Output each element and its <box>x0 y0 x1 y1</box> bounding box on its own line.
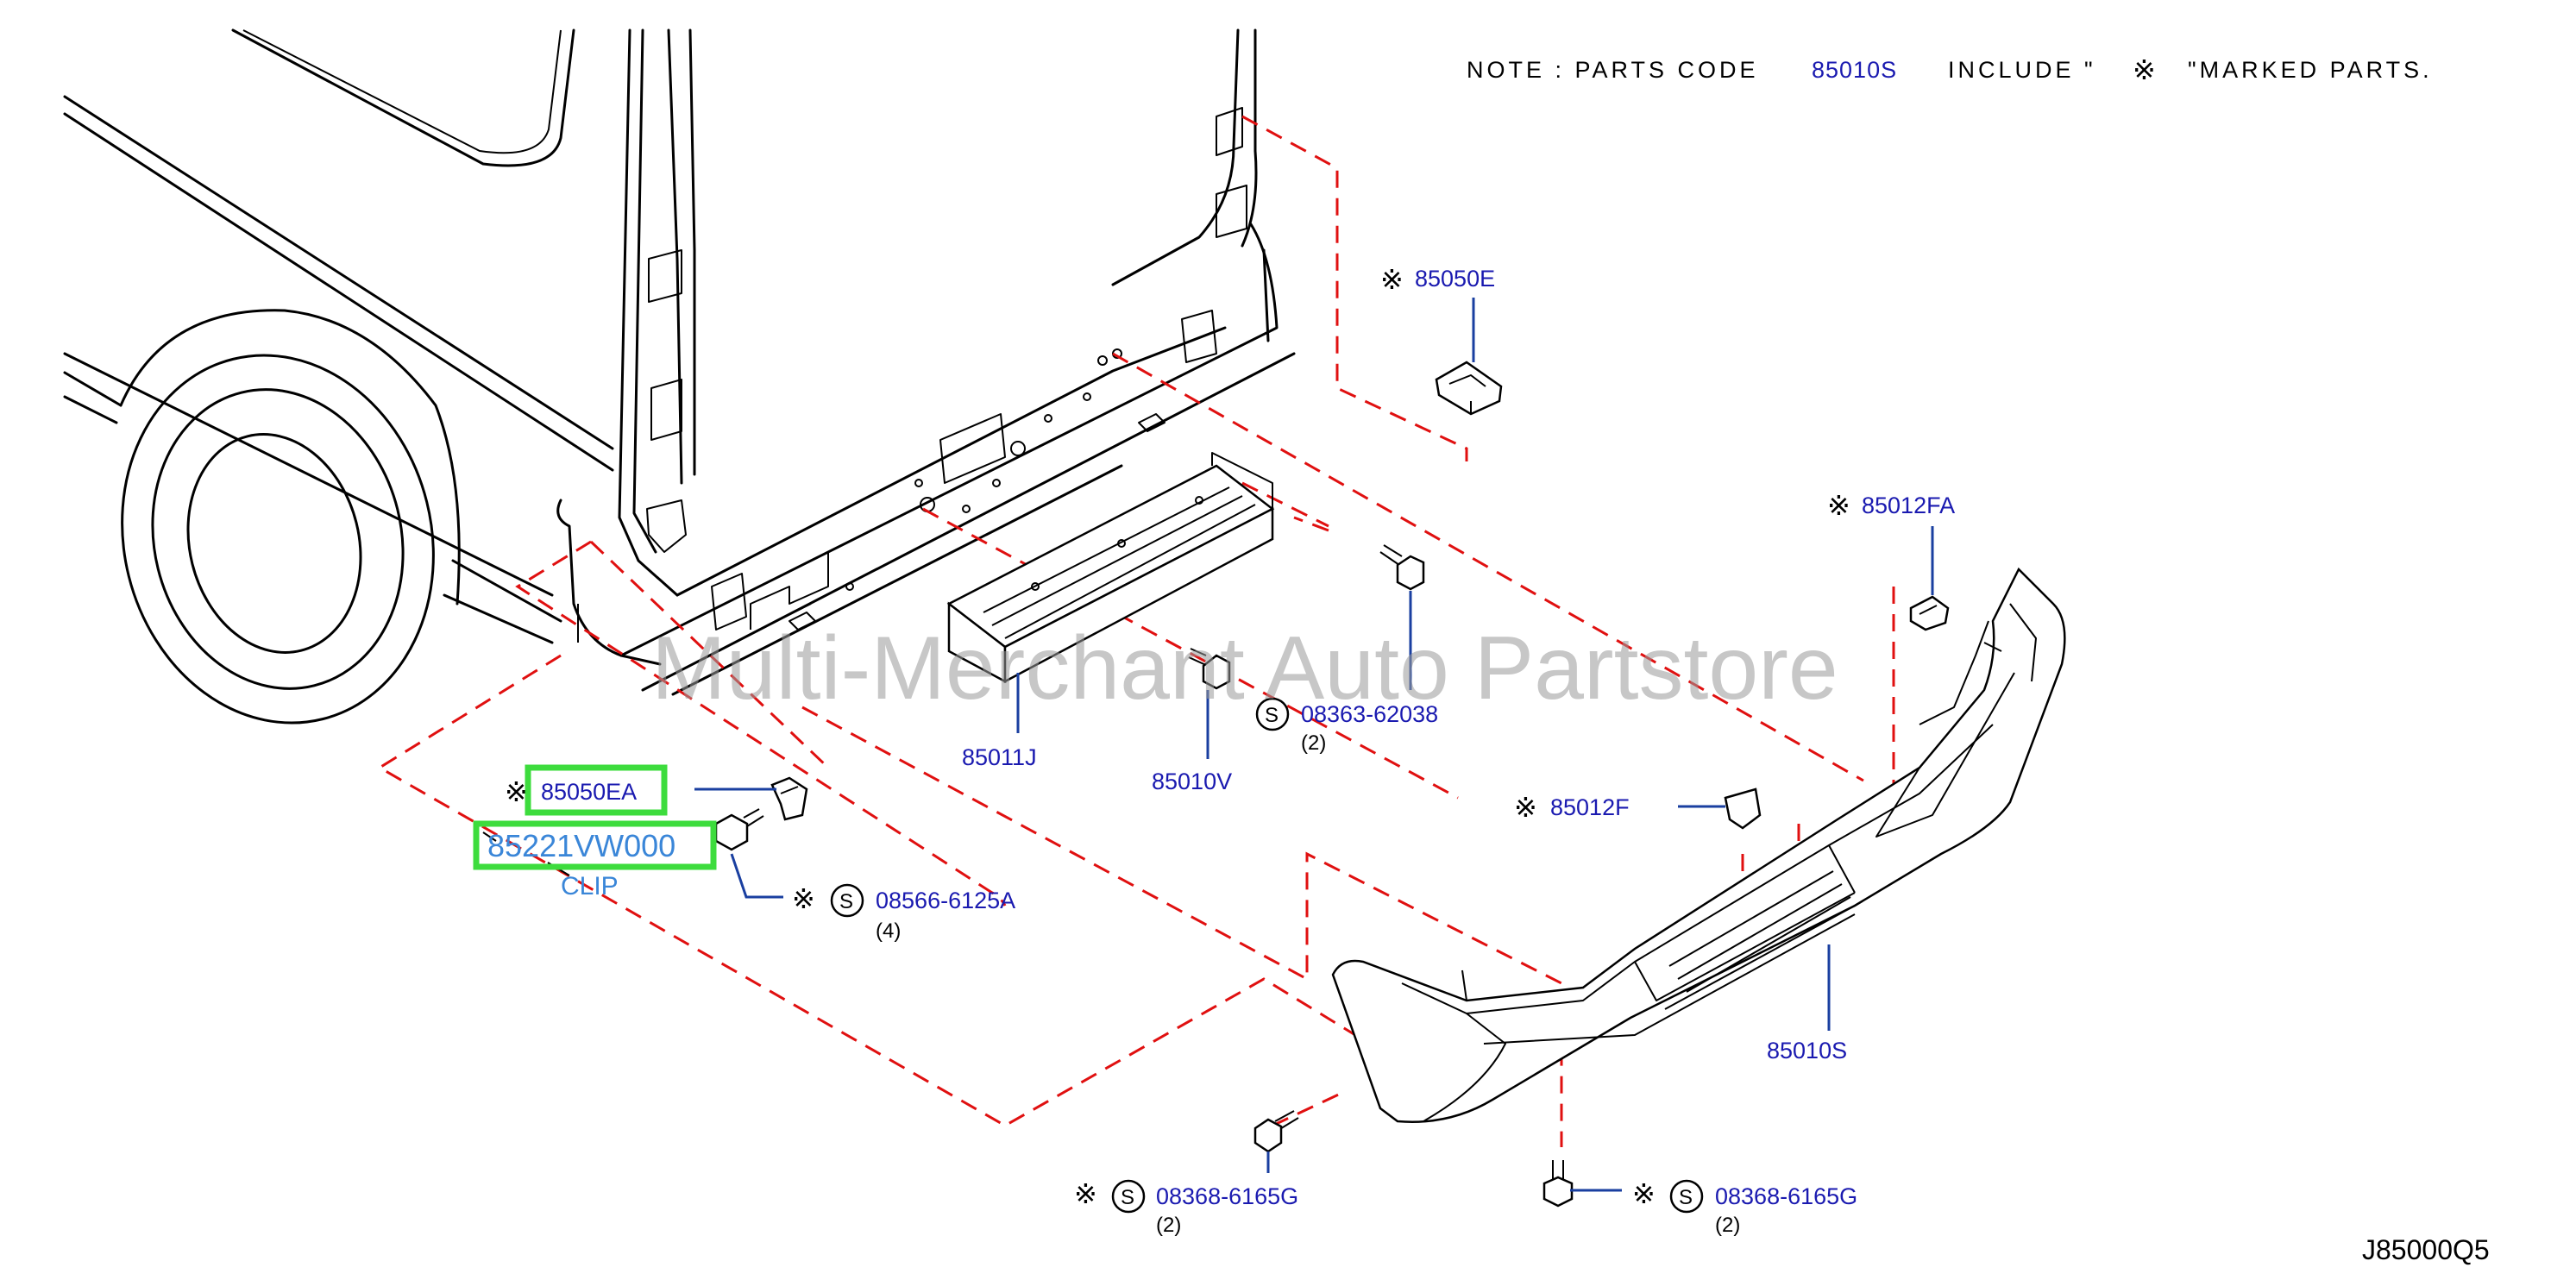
service-circle-icon <box>1111 1179 1146 1214</box>
part-85012f-clip[interactable] <box>1724 787 1762 830</box>
part-code: 85012FA <box>1862 493 1955 518</box>
part-label-85050e[interactable]: ※ 85050E <box>1380 263 1495 296</box>
part-85050e-bracket[interactable] <box>1435 361 1503 416</box>
part-code: 85050E <box>1415 266 1495 292</box>
part-code: 08566-6125A <box>876 888 1015 913</box>
parts-note: NOTE : PARTS CODE 85010S INCLUDE " ※ "MA… <box>1467 53 2433 86</box>
part-code: 08368-6165G <box>1156 1183 1298 1209</box>
marked-symbol: ※ <box>505 775 528 808</box>
leader-lines <box>482 298 1934 1192</box>
diagram-code: J85000Q5 <box>2362 1234 2490 1265</box>
part-quantity: (2) <box>1156 1214 1181 1237</box>
part-code: 85050EA <box>541 779 637 805</box>
highlight-box <box>473 820 717 870</box>
part-08363-62038-bolt[interactable] <box>1379 544 1425 591</box>
part-quantity: (2) <box>1301 731 1326 755</box>
marked-symbol: ※ <box>1074 1177 1097 1210</box>
part-label-85050ea[interactable]: ※ 85050EA <box>505 764 668 816</box>
part-label-85010s[interactable]: 85010S <box>1767 1038 1847 1064</box>
part-08368-6165g-bolt-right[interactable] <box>1542 1160 1574 1208</box>
service-circle-icon <box>1669 1179 1704 1214</box>
part-code: 85010S <box>1767 1038 1847 1064</box>
part-85011j-reinforcement[interactable] <box>946 452 1275 684</box>
note-code: 85010S <box>1812 57 1897 83</box>
part-code: 08368-6165G <box>1715 1183 1857 1209</box>
marked-symbol: ※ <box>1827 489 1850 522</box>
part-code: 08363-62038 <box>1301 701 1438 727</box>
highlight-part-code: 85221VW000 <box>487 828 675 863</box>
part-85010v-bolt[interactable] <box>1188 648 1231 690</box>
part-label-08363-62038[interactable]: S 08363-62038 (2) <box>1255 697 1438 755</box>
part-label-85012f[interactable]: ※ 85012F <box>1514 791 1630 824</box>
watermark: Multi-Merchant Auto Partstore <box>651 618 1838 718</box>
note-prefix: NOTE : PARTS CODE <box>1467 57 1759 83</box>
marked-symbol: ※ <box>1632 1177 1656 1210</box>
marked-symbol: ※ <box>792 882 815 915</box>
marked-symbol: ※ <box>1380 263 1404 296</box>
highlighted-part-85221vw000[interactable]: 85221VW000 CLIP <box>473 820 717 900</box>
part-code: 85012F <box>1550 794 1630 820</box>
service-symbol: S <box>839 890 853 913</box>
part-quantity: (2) <box>1715 1214 1740 1237</box>
part-code: 85011J <box>962 744 1037 770</box>
part-08566-6125a-screw[interactable] <box>714 808 764 851</box>
marked-symbol: ※ <box>1514 791 1537 824</box>
note-mark-symbol: ※ <box>2133 53 2156 86</box>
service-circle-icon <box>830 883 864 918</box>
part-quantity: (4) <box>876 919 901 943</box>
part-85012fa-clip[interactable] <box>1909 595 1950 631</box>
part-08368-6165g-bolt-left[interactable] <box>1253 1110 1299 1153</box>
highlight-part-label: CLIP <box>561 872 619 900</box>
vehicle-body <box>63 28 1296 725</box>
part-label-08368-6165g-left[interactable]: ※ S 08368-6165G (2) <box>1074 1177 1298 1237</box>
part-label-85010v[interactable]: 85010V <box>1152 769 1232 794</box>
highlight-box <box>525 764 668 816</box>
service-symbol: S <box>1265 704 1279 727</box>
part-label-85012fa[interactable]: ※ 85012FA <box>1827 489 1955 522</box>
part-label-08368-6165g-right[interactable]: ※ S 08368-6165G (2) <box>1632 1177 1857 1237</box>
part-85050ea-clip[interactable] <box>770 776 808 821</box>
part-85010s-rear-bumper[interactable] <box>1331 567 2066 1123</box>
service-symbol: S <box>1121 1186 1134 1209</box>
part-code: 85010V <box>1152 769 1232 794</box>
service-symbol: S <box>1679 1186 1693 1209</box>
part-label-08566-6125a[interactable]: ※ S 08566-6125A (4) <box>792 882 1015 943</box>
service-circle-icon <box>1255 697 1290 731</box>
part-label-85011j[interactable]: 85011J <box>962 744 1037 770</box>
note-middle: INCLUDE " <box>1948 57 2096 83</box>
note-suffix: "MARKED PARTS. <box>2188 57 2433 83</box>
